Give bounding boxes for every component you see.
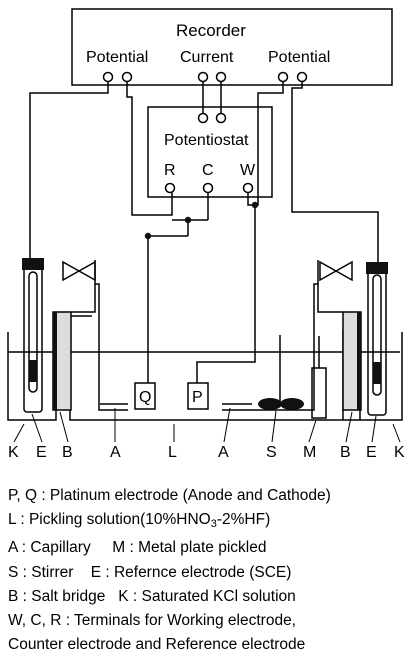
label-k-left: K [8,444,19,461]
legend-line-7: Counter electrode and Reference electrod… [8,636,306,654]
left-electrode-core [29,360,37,382]
potentiostat-title: Potentiostat [164,132,249,149]
right-electrode-cap [366,262,388,274]
legend-line-6: W, C, R : Terminals for Working electrod… [8,612,296,630]
left-bridge-fill [53,312,57,410]
label-b-right: B [340,444,351,461]
label-m: M [303,444,316,461]
right-bridge-fill [357,312,361,410]
label-leaders [13,407,401,443]
left-salt-bridge [52,260,128,411]
legend-line-5: B : Salt bridge K : Saturated KCl soluti… [8,587,296,605]
stirrer-blade-right [280,398,304,410]
recorder-box [71,8,393,86]
label-a-left: A [110,444,121,461]
left-electrode-cap [22,258,44,270]
label-l: L [168,444,177,461]
legend-line-3: A : Capillary M : Metal plate pickled [8,539,267,557]
electrode-p-label: P [192,389,203,406]
right-valve [319,260,353,282]
right-electrode-core [373,362,381,384]
terminal-r-label: R [164,162,176,179]
electrode-p-box [187,382,209,410]
junction-dot-1 [144,232,152,240]
right-salt-bridge [222,260,362,411]
label-e-right: E [366,444,377,461]
label-k-right: K [394,444,405,461]
label-e-left: E [36,444,47,461]
legend-line-2: L : Pickling solution(10%HNO3-2%HF) [8,511,271,531]
label-s: S [266,444,277,461]
recorder-potential-left-label: Potential [86,49,148,66]
recorder-title: Recorder [176,21,246,40]
terminal-c-label: C [202,162,214,179]
right-reference-electrode [367,264,387,416]
electrochemical-cell-diagram: Recorder Potential Current Potential Pot… [7,8,405,461]
electrode-q-box [134,382,156,410]
legend-line-1: P, Q : Platinum electrode (Anode and Cat… [8,487,331,504]
junction-dot-2 [184,216,192,224]
label-b-left: B [62,444,73,461]
stirrer-blade-left [258,398,282,410]
recorder-potential-right-label: Potential [268,49,330,66]
label-a-right: A [218,444,229,461]
potentiostat-terminals [164,112,254,194]
legend: P, Q : Platinum electrode (Anode and Cat… [8,484,406,657]
wiring [29,81,379,385]
left-valve [62,260,96,282]
terminal-w-label: W [240,162,256,179]
legend-line-4: S : Stirrer E : Refernce electrode (SCE) [8,563,292,581]
junction-dot-3 [251,201,259,209]
left-reference-electrode [23,261,43,413]
potentiostat-box [147,106,273,198]
recorder-current-label: Current [180,49,234,66]
electrode-q-label: Q [139,389,151,406]
recorder-terminals [102,71,308,83]
